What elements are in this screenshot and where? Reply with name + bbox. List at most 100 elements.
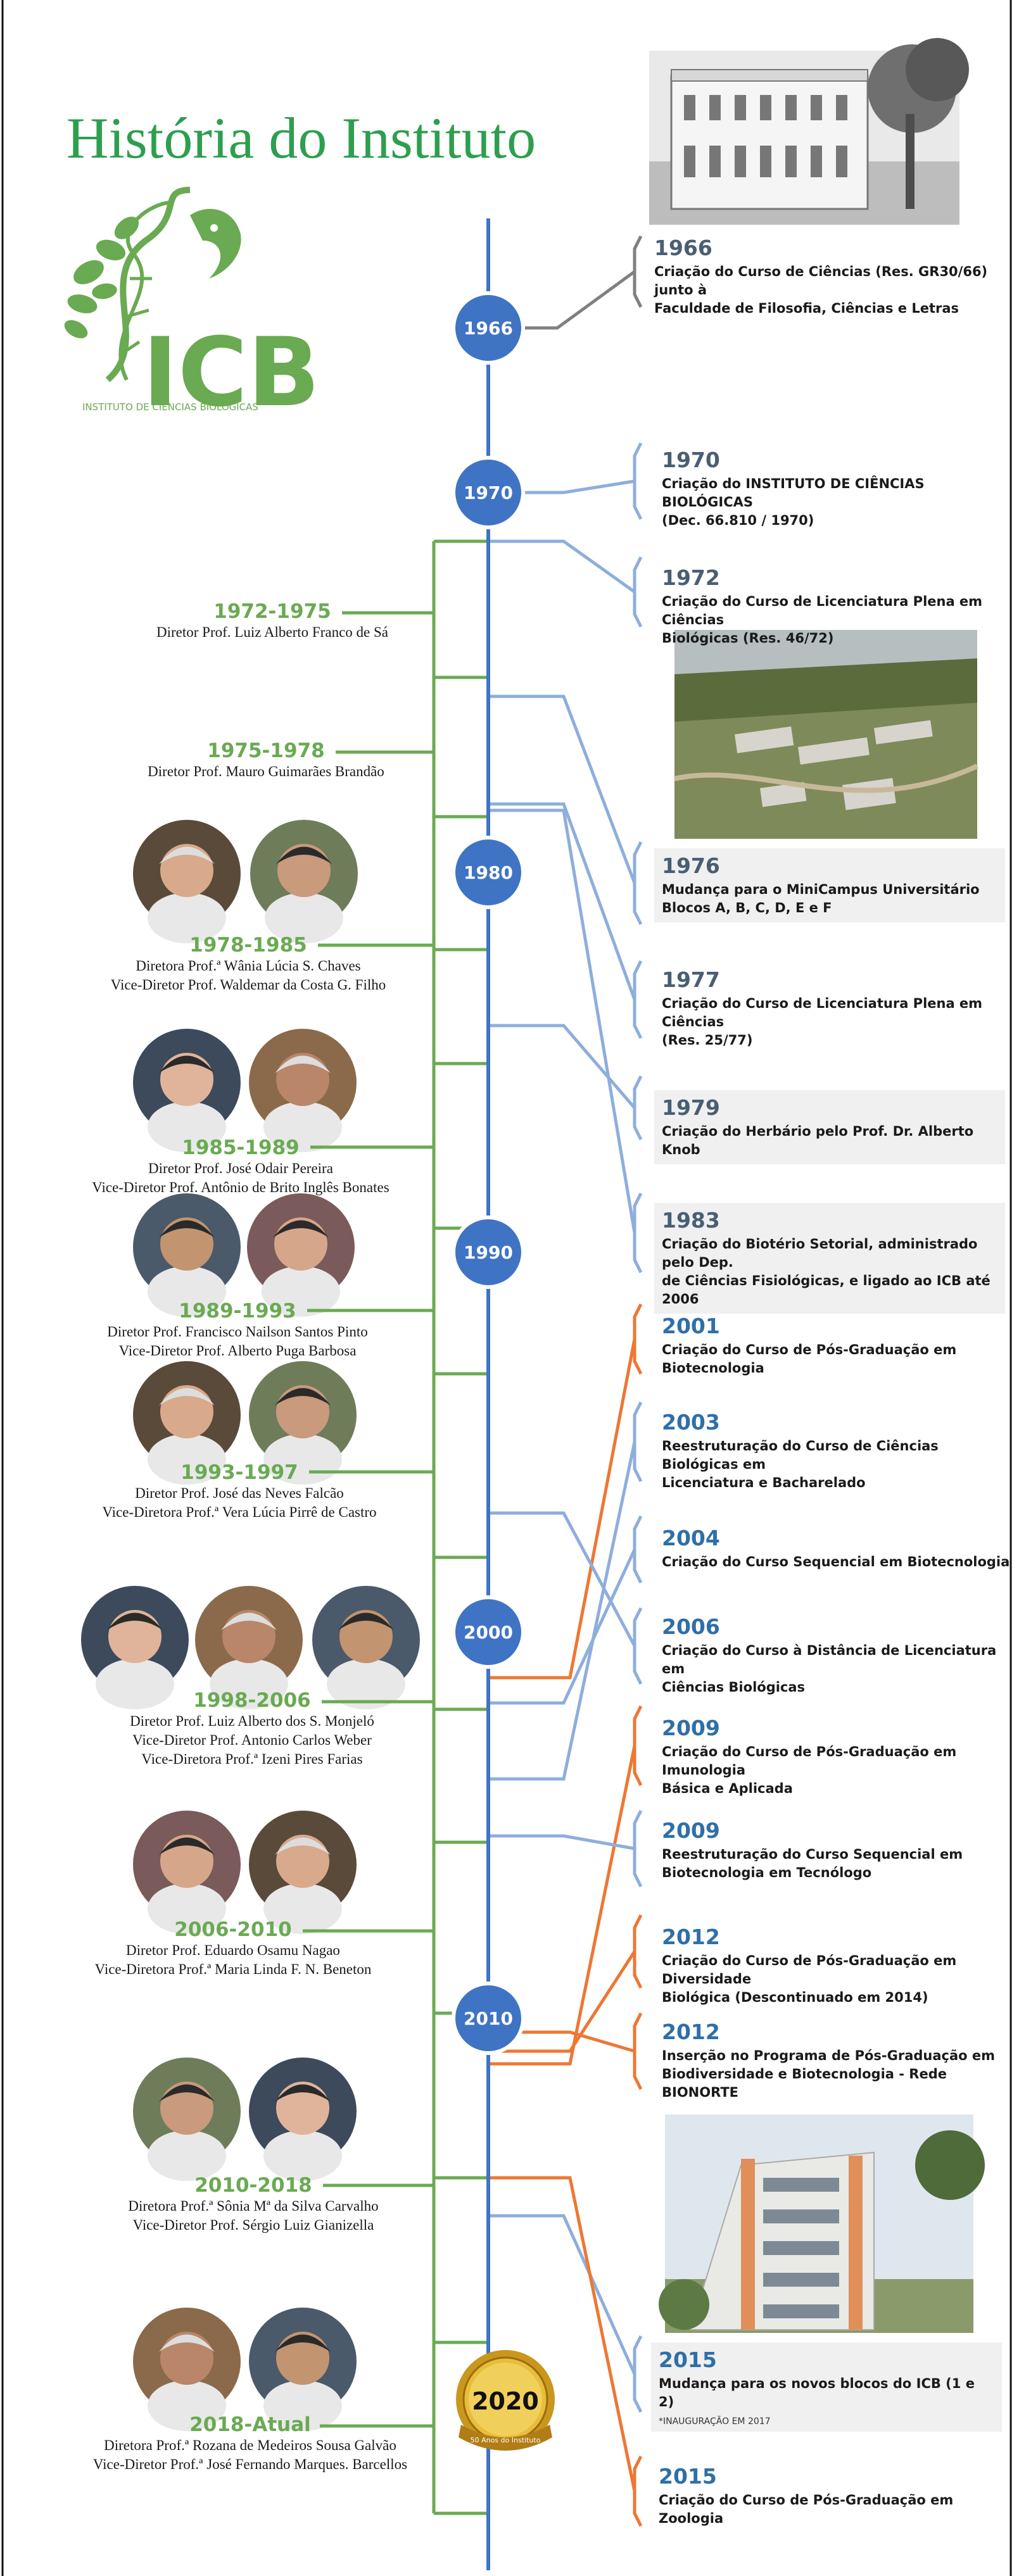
event-connector <box>488 1914 643 2053</box>
directorate-name: Diretor Prof. José Odair Pereira <box>148 1160 333 1176</box>
medal-year: 2020 <box>472 2387 539 2415</box>
directorate-name: Diretora Prof.ª Sônia Mª da Silva Carval… <box>128 2198 379 2214</box>
directorate-years: 1985-1989 <box>182 1136 300 1159</box>
director-photo <box>312 1586 420 1709</box>
photo-1966-building <box>649 38 969 225</box>
directorate-name: Diretor Prof. José das Neves Falcão <box>135 1485 344 1501</box>
logo-subtitle: INSTITUTO DE CIÊNCIAS BIOLÓGICAS <box>82 401 258 413</box>
directorate-name: Vice-Diretor Prof. Alberto Puga Barbosa <box>118 1343 357 1359</box>
event-text: Criação do Herbário pelo Prof. Dr. Alber… <box>662 1124 974 1157</box>
event-year: 2015 <box>659 2464 717 2489</box>
decade-marker-1970: 1970 <box>452 456 525 529</box>
directorate-name: Diretor Prof. Luiz Alberto dos S. Monjel… <box>130 1713 374 1729</box>
director-photo <box>133 2058 241 2181</box>
event-connector <box>488 539 643 628</box>
event-connector <box>488 802 643 1040</box>
directorate-name: Diretora Prof.ª Rozana de Medeiros Sousa… <box>104 2437 396 2453</box>
directorate-name: Vice-Diretor Prof.ª José Fernando Marque… <box>92 2456 408 2472</box>
directorate-years: 1998-2006 <box>193 1689 311 1712</box>
event-text: Mudança para o MiniCampus Universitário <box>662 882 980 897</box>
decade-label: 2010 <box>464 2008 513 2029</box>
event-year: 2003 <box>662 1410 720 1435</box>
event-text: Biotecnologia em Tecnólogo <box>662 1865 872 1880</box>
anniversary-medal: 2020 50 Anos do Instituto <box>456 2350 555 2451</box>
event-text: Criação do Curso de Pós-Graduação em Bio… <box>662 1342 957 1376</box>
directorate-name: Diretor Prof. Francisco Nailson Santos P… <box>107 1324 368 1340</box>
event-year: 2001 <box>662 1314 720 1338</box>
director-photo <box>249 1029 357 1152</box>
director-photo <box>250 820 358 943</box>
event-text: Reestruturação do Curso de Ciências Biol… <box>662 1438 939 1472</box>
event-year: 1977 <box>662 967 720 992</box>
decade-label: 1990 <box>464 1242 513 1263</box>
logo-text: ICB <box>142 318 320 428</box>
directorate-years: 1978-1985 <box>189 934 307 957</box>
timeline-connectors <box>303 235 643 2527</box>
event-year: 1976 <box>662 853 720 878</box>
event-note: *INAUGURAÇÃO EM 2017 <box>659 2416 771 2427</box>
page-title: História do Instituto <box>66 106 536 170</box>
event-year: 1979 <box>662 1095 720 1120</box>
decade-markers: 1966 1970 1980 1990 2000 2010 <box>452 291 525 2055</box>
event-text: Criação do Curso de Ciências (Res. GR30/… <box>654 264 988 298</box>
decade-label: 1980 <box>464 862 513 883</box>
event-connector <box>488 2176 643 2527</box>
directorate-years: 2010-2018 <box>194 2174 312 2197</box>
medal-caption: 50 Anos do Instituto <box>471 2436 541 2444</box>
decade-marker-1966: 1966 <box>452 291 525 365</box>
director-photo <box>133 820 241 943</box>
directorate-name: Vice-Diretor Prof. Sérgio Luiz Gianizell… <box>132 2217 374 2233</box>
event-text: Licenciatura e Bacharelado <box>662 1475 866 1490</box>
event-connector <box>488 2214 643 2413</box>
directorate-years: 2018-Atual <box>189 2413 311 2436</box>
event-year: 2012 <box>662 1925 720 1949</box>
event-text: Faculdade de Filosofia, Ciências e Letra… <box>654 301 959 316</box>
event-connector <box>488 808 643 1274</box>
decade-marker-1990: 1990 <box>452 1216 525 1289</box>
decade-label: 2000 <box>464 1622 513 1643</box>
event-text: Ciências Biológicas <box>662 1680 806 1695</box>
event-text: Inserção no Programa de Pós-Graduação em <box>662 2048 996 2063</box>
director-portraits <box>81 820 420 2431</box>
directorate-name: Diretor Prof. Eduardo Osamu Nagao <box>126 1942 340 1958</box>
photo-1976-minicampus <box>674 630 978 839</box>
event-year: 2015 <box>659 2347 717 2372</box>
decade-marker-2000: 2000 <box>452 1595 525 1669</box>
event-year: 1966 <box>654 236 712 260</box>
event-text: Biológica (Descontinuado em 2014) <box>662 1990 928 2005</box>
director-photo <box>247 1193 355 1317</box>
decade-label: 1966 <box>464 318 513 339</box>
event-text: Criação do Curso de Pós-Graduação em Imu… <box>662 1744 957 1778</box>
event-connector <box>488 1401 643 1781</box>
event-connector <box>488 694 643 926</box>
event-text: Criação do Curso de Licenciatura Plena e… <box>662 594 983 627</box>
photo-2015-new-blocks <box>659 2114 985 2333</box>
event-text: Criação do Biotério Setorial, administra… <box>662 1236 978 1270</box>
event-connector <box>488 1024 643 1141</box>
director-photo <box>249 2308 357 2431</box>
directorate-years: 1993-1997 <box>180 1461 298 1484</box>
director-photo <box>133 1029 241 1152</box>
directorate-name: Vice-Diretor Prof. Antônio de Brito Ingl… <box>92 1179 389 1195</box>
directorate-name: Vice-Diretora Prof.ª Vera Lúcia Pirrê de… <box>102 1504 377 1520</box>
directorate-name: Diretor Prof. Mauro Guimarães Brandão <box>148 763 384 779</box>
event-connector <box>488 1809 643 1888</box>
